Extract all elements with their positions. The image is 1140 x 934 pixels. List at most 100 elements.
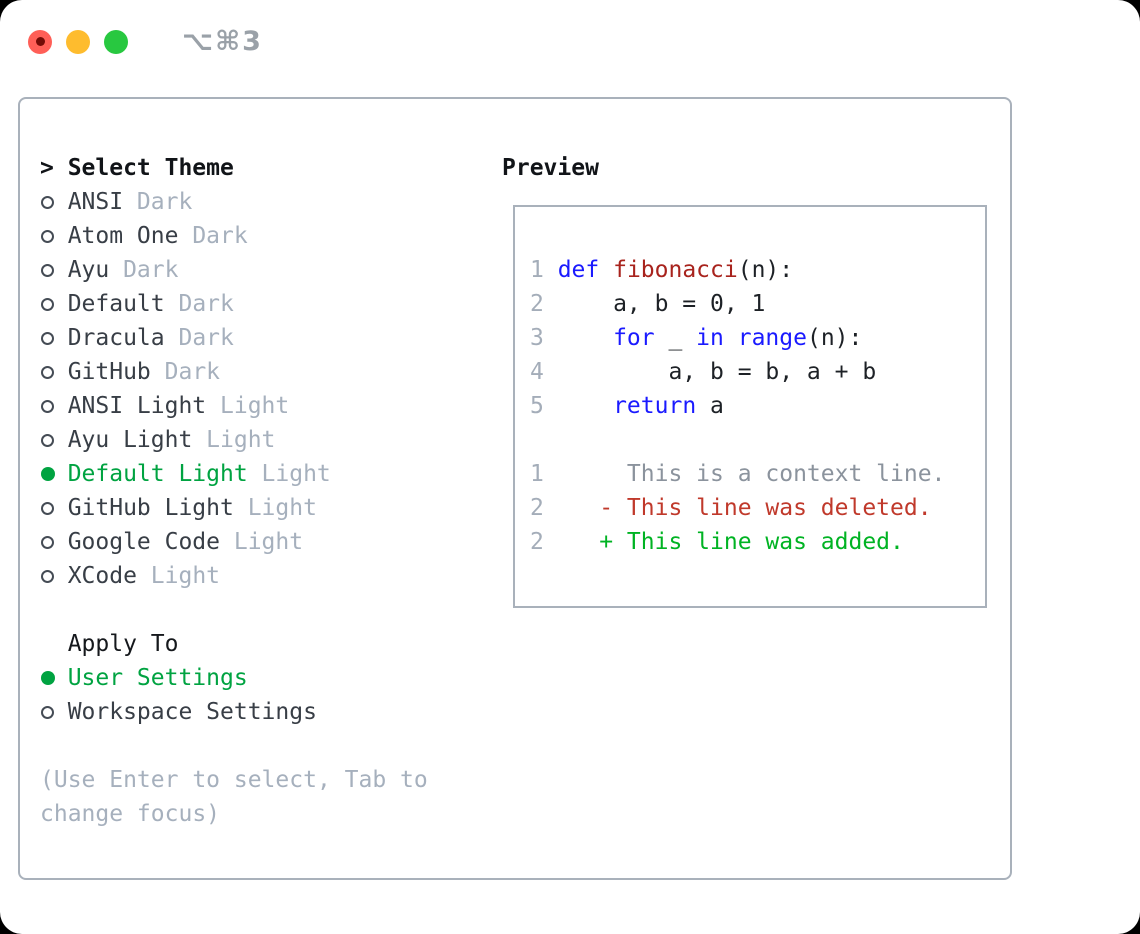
theme-option-default[interactable]: Default Dark	[40, 287, 428, 321]
line-number: 2	[530, 291, 544, 317]
line-source: a, b = b, a + b	[557, 359, 877, 385]
theme-variant-label: Light	[220, 393, 290, 419]
line-source: for _ in range(n):	[613, 325, 863, 351]
hint-line: (Use Enter to select, Tab to	[40, 767, 428, 793]
option-label: Google Code	[67, 529, 221, 555]
option-label: GitHub Light	[67, 495, 234, 521]
theme-option-ayu[interactable]: Ayu Dark	[40, 253, 428, 287]
theme-option-atom-one[interactable]: Atom One Dark	[40, 219, 428, 253]
apply-to-header: Apply To	[40, 627, 428, 661]
radio-icon	[40, 331, 68, 345]
code-line: 1 This is a context line.	[530, 457, 985, 491]
prompt-icon: >	[40, 155, 54, 181]
theme-variant-label: Light	[233, 529, 304, 555]
radio-selected-icon	[40, 671, 68, 685]
apply-option-workspace-settings[interactable]: Workspace Settings	[40, 695, 428, 729]
window-shortcut-label: ⌥⌘3	[182, 26, 263, 57]
option-label: User Settings	[67, 665, 248, 691]
line-source: - This line was deleted.	[557, 495, 932, 521]
line-number: 1	[530, 461, 544, 487]
theme-option-ansi-light[interactable]: ANSI Light Light	[40, 389, 428, 423]
option-label: XCode	[67, 563, 137, 589]
radio-icon	[40, 229, 68, 243]
theme-variant-label: Light	[261, 461, 331, 487]
radio-icon	[40, 501, 68, 515]
theme-variant-label: Dark	[178, 325, 234, 351]
radio-icon	[40, 705, 68, 719]
radio-icon	[40, 535, 68, 549]
theme-list-header: > Select Theme	[40, 151, 428, 185]
radio-icon	[40, 263, 68, 277]
line-source: + This line was added.	[557, 529, 904, 555]
line-number: 2	[530, 495, 544, 521]
theme-option-dracula[interactable]: Dracula Dark	[40, 321, 428, 355]
titlebar: ⌥⌘3	[28, 26, 263, 57]
radio-icon	[40, 365, 68, 379]
radio-icon	[40, 433, 68, 447]
theme-option-ayu-light[interactable]: Ayu Light Light	[40, 423, 428, 457]
option-label: Default Light	[67, 461, 248, 487]
code-line: 2 a, b = 0, 1	[530, 287, 985, 321]
theme-variant-label: Dark	[178, 291, 234, 317]
theme-option-xcode[interactable]: XCode Light	[40, 559, 428, 593]
radio-icon	[40, 297, 68, 311]
option-label: Ayu	[67, 257, 110, 283]
theme-variant-label: Light	[206, 427, 276, 453]
line-source: return a	[613, 393, 724, 419]
code-line: 3 for _ in range(n):	[530, 321, 985, 355]
fullscreen-button[interactable]	[104, 29, 128, 54]
spacer	[40, 729, 428, 763]
close-button[interactable]	[28, 29, 52, 54]
theme-variant-label: Dark	[192, 223, 248, 249]
line-source: def fibonacci(n):	[557, 257, 794, 283]
code-line	[530, 423, 985, 457]
theme-variant-label: Light	[247, 495, 317, 521]
option-label: Atom One	[67, 223, 179, 249]
option-label: Workspace Settings	[67, 699, 317, 725]
option-label: Ayu Light	[67, 427, 193, 453]
theme-variant-label: Light	[150, 563, 221, 589]
keyboard-hint: (Use Enter to select, Tab to change focus…	[40, 763, 428, 831]
code-line: 4 a, b = b, a + b	[530, 355, 985, 389]
theme-variant-label: Dark	[123, 257, 179, 283]
option-label: Dracula	[67, 325, 165, 351]
code-line: 2 + This line was added.	[530, 525, 985, 559]
minimize-button[interactable]	[66, 29, 90, 54]
hint-line: change focus)	[40, 801, 221, 827]
code-line: 2 - This line was deleted.	[530, 491, 985, 525]
preview-title: Preview	[502, 155, 599, 181]
line-source: This is a context line.	[557, 461, 946, 487]
unsaved-indicator-dot	[35, 37, 45, 46]
apply-option-user-settings[interactable]: User Settings	[40, 661, 428, 695]
theme-variant-label: Dark	[136, 189, 193, 215]
line-number	[530, 423, 544, 457]
theme-list-title: Select Theme	[67, 155, 234, 181]
theme-option-ansi[interactable]: ANSI Dark	[40, 185, 428, 219]
theme-option-google-code[interactable]: Google Code Light	[40, 525, 428, 559]
option-label: Default	[67, 291, 165, 317]
line-number: 1	[530, 257, 544, 283]
code-line: 5 return a	[530, 389, 985, 423]
line-number: 3	[530, 325, 544, 351]
line-number: 2	[530, 529, 544, 555]
theme-option-default-light[interactable]: Default Light Light	[40, 457, 428, 491]
line-number: 5	[530, 393, 544, 419]
theme-option-github-light[interactable]: GitHub Light Light	[40, 491, 428, 525]
radio-icon	[40, 569, 68, 583]
radio-icon	[40, 399, 68, 413]
spacer	[40, 593, 428, 627]
option-label: ANSI Light	[67, 393, 207, 419]
code-line: 1 def fibonacci(n):	[530, 253, 985, 287]
apply-to-title: Apply To	[67, 631, 179, 657]
theme-variant-label: Dark	[164, 359, 221, 385]
option-label: ANSI	[67, 189, 124, 215]
radio-icon	[40, 195, 68, 209]
